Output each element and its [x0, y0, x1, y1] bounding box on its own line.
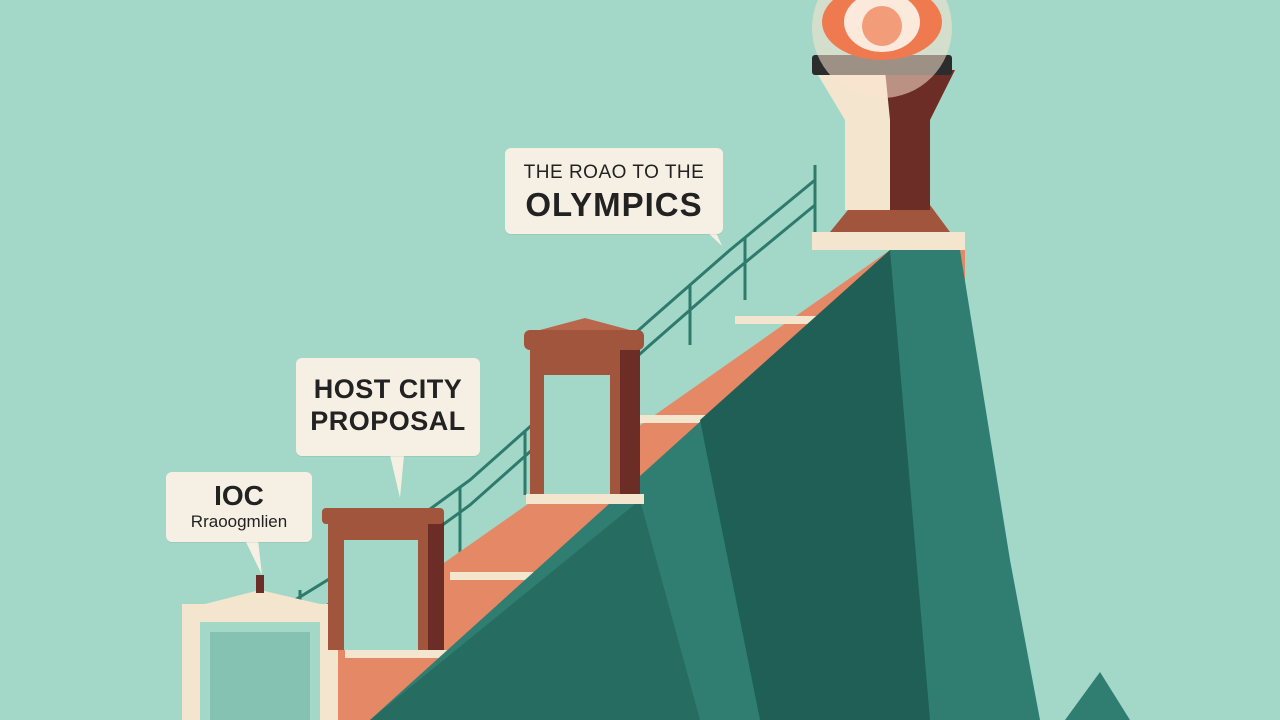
bubble-pointer	[390, 455, 404, 498]
title-label: THE ROAO TO THE OLYMPICS	[505, 148, 723, 234]
step-edge	[640, 415, 730, 423]
bubble-pointer	[705, 230, 722, 246]
stage-label-ioc: IOC Rraoogmlien	[166, 472, 312, 542]
gate-icon	[524, 318, 644, 504]
flame-icon	[812, 0, 952, 98]
step-edge	[345, 650, 450, 658]
stage-label-line-1: IOC	[214, 480, 264, 511]
gate-icon	[322, 508, 444, 650]
title-line-2: OLYMPICS	[525, 186, 703, 223]
bubble-pointer	[245, 540, 262, 575]
stage-label-line-2: Rraoogmlien	[190, 512, 288, 531]
stage-label-host-city: HOST CITY PROPOSAL	[296, 358, 480, 456]
title-line-1: THE ROAO TO THE	[523, 162, 705, 183]
step-edge	[450, 572, 548, 580]
gate-icon	[182, 575, 338, 720]
stage-label-line-2: PROPOSAL	[310, 406, 466, 436]
step-edge	[735, 316, 820, 324]
stage-label-line-1: HOST CITY	[313, 374, 463, 404]
mountain	[370, 250, 1130, 720]
small-peak	[1065, 672, 1130, 720]
